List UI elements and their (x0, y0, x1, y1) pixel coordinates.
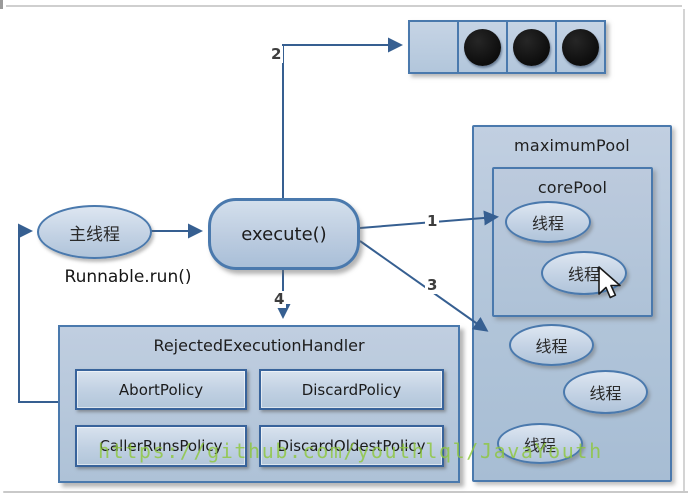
core-pool-container: corePool (492, 167, 653, 317)
extra-thread-ellipse: 线程 (563, 370, 648, 414)
task-dot (513, 28, 550, 66)
arrow-3-execute-to-maxpool (359, 240, 489, 332)
step-label-2: 2 (269, 45, 284, 63)
step-label-3: 3 (425, 276, 440, 294)
frame-top-line (6, 5, 682, 7)
mouse-cursor-icon (598, 266, 621, 299)
watermark-url: https://github.com/youthlql/JavaYouth (98, 439, 603, 463)
queue-cell (457, 22, 506, 72)
handler-title: RejectedExecutionHandler (153, 336, 365, 355)
runnable-run-caption: Runnable.run() (64, 267, 192, 287)
frame-corner-mark (0, 0, 3, 9)
discard-policy-box: DiscardPolicy (259, 369, 444, 410)
maximum-pool-label: maximumPool (514, 136, 630, 155)
step-label-4: 4 (272, 290, 287, 308)
core-thread-ellipse: 线程 (505, 201, 591, 243)
task-queue (408, 20, 606, 74)
step-label-1: 1 (425, 212, 440, 230)
caller-runs-policy-box: CallerRunsPolicy (75, 425, 247, 467)
arrow-2-execute-to-queue (282, 37, 403, 198)
main-thread-ellipse: 主线程 (37, 205, 152, 259)
abort-policy-box: AbortPolicy (75, 369, 247, 410)
core-pool-label: corePool (537, 178, 608, 197)
extra-thread-ellipse: 线程 (497, 423, 583, 464)
queue-cell (555, 22, 604, 72)
rejected-execution-handler-box: RejectedExecutionHandler AbortPolicy Dis… (58, 325, 460, 483)
task-dot (464, 28, 501, 66)
queue-cell-empty (410, 22, 457, 72)
arrow-handler-loop-to-mainthread (18, 223, 58, 403)
task-dot (562, 28, 599, 66)
discard-oldest-policy-box: DiscardOldestPolicy (259, 425, 444, 467)
execute-method-box: execute() (208, 198, 360, 270)
frame-bottom-line (3, 491, 688, 493)
queue-cell (506, 22, 555, 72)
extra-thread-ellipse: 线程 (509, 324, 594, 366)
frame-right-line (683, 9, 685, 491)
